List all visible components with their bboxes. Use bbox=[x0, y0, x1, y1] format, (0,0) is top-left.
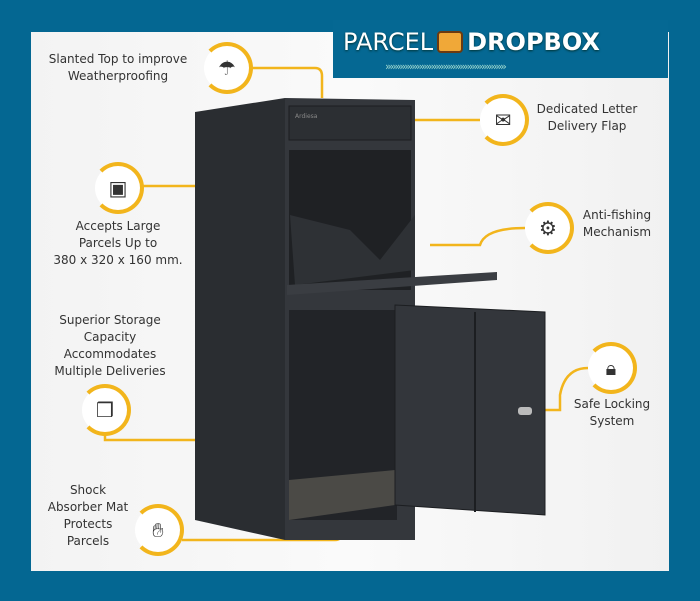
feature-shock-absorber: Shock Absorber Mat Protects Parcels bbox=[40, 482, 136, 550]
feature-letter-flap: Dedicated Letter Delivery Flap bbox=[528, 101, 646, 135]
feature-text: Superior Storage bbox=[59, 313, 161, 327]
gears-icon: ⚙ bbox=[522, 202, 574, 254]
feature-text: 380 x 320 x 160 mm. bbox=[53, 253, 183, 267]
feature-storage-capacity: Superior Storage Capacity Accommodates M… bbox=[45, 312, 175, 380]
feature-text: Protects bbox=[63, 517, 113, 531]
box-logo-icon bbox=[437, 31, 464, 53]
chevron-stripe: ››››››››››››››››››››››››››››››››››››››››… bbox=[385, 60, 507, 73]
cabinet: Ardiesa bbox=[195, 98, 546, 540]
logo-text-parcel: PARCEL bbox=[343, 28, 434, 56]
feature-text: Shock bbox=[69, 483, 107, 497]
feature-large-parcels: Accepts Large Parcels Up to 380 x 320 x … bbox=[48, 218, 188, 269]
feature-text: Accepts Large bbox=[75, 219, 161, 233]
logo-text-dropbox: DROPBOX bbox=[467, 28, 600, 56]
feature-text: Capacity bbox=[83, 330, 137, 344]
feature-text: Absorber Mat bbox=[47, 500, 129, 514]
feature-text: System bbox=[589, 414, 635, 428]
boxes-icon: ❒ bbox=[79, 384, 131, 436]
mailbox-icon: ✉ bbox=[477, 94, 529, 146]
feature-anti-fishing: Anti-fishing Mechanism bbox=[572, 207, 662, 241]
feature-text: Dedicated Letter bbox=[536, 102, 638, 116]
weather-icon: ☂ bbox=[201, 42, 253, 94]
feature-safe-locking: Safe Locking System bbox=[566, 396, 658, 430]
feature-text: Anti-fishing bbox=[582, 208, 652, 222]
feature-text: Accommodates bbox=[63, 347, 157, 361]
svg-text:Ardiesa: Ardiesa bbox=[295, 113, 318, 120]
feature-text: Parcels Up to bbox=[78, 236, 158, 250]
feature-text: Weatherproofing bbox=[67, 69, 169, 83]
box-icon: ▣ bbox=[92, 162, 144, 214]
brand-banner: PARCEL DROPBOX ›››››››››››››››››››››››››… bbox=[333, 20, 668, 78]
feature-text: Mechanism bbox=[582, 225, 652, 239]
feature-text: Delivery Flap bbox=[547, 119, 627, 133]
feature-text: Multiple Deliveries bbox=[54, 364, 166, 378]
feature-slanted-top: Slanted Top to improve Weatherproofing bbox=[38, 51, 198, 85]
lock-icon: 🔒︎ bbox=[585, 342, 637, 394]
brand-logo: PARCEL DROPBOX bbox=[343, 28, 600, 56]
feature-text: Safe Locking bbox=[573, 397, 651, 411]
feature-text: Slanted Top to improve bbox=[48, 52, 188, 66]
hand-icon: ✋︎ bbox=[132, 504, 184, 556]
feature-text: Parcels bbox=[66, 534, 110, 548]
